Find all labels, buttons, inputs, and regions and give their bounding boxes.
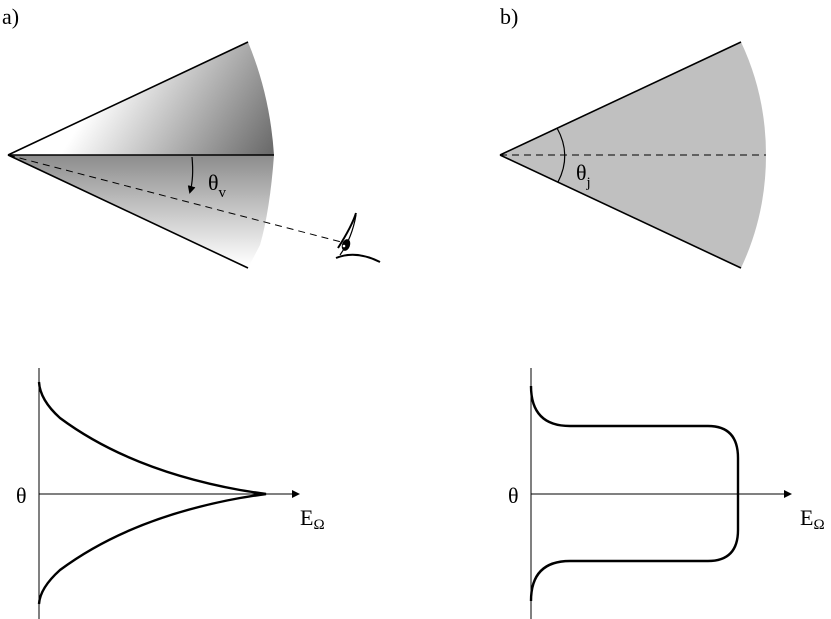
panel-a: a) θv: [2, 4, 381, 269]
panel-b-label: b): [500, 4, 518, 29]
plot-a-ylabel: θ: [16, 483, 27, 508]
opening-angle-label: θj: [576, 160, 591, 191]
panel-b: b) θj: [499, 4, 766, 269]
jet-a-upper-edge: [7, 41, 249, 156]
plot-a-xlabel: EΩ: [300, 505, 325, 533]
plot-b-ylabel: θ: [508, 483, 519, 508]
line-of-sight: [7, 154, 346, 244]
plot-b: θ EΩ: [508, 368, 825, 619]
viewing-angle-label: θv: [208, 170, 227, 201]
plot-a: θ EΩ: [16, 368, 325, 619]
jet-a-lower-shading: [8, 155, 274, 268]
jet-a-upper-shading: [8, 42, 274, 155]
viewing-angle-arc: [187, 156, 196, 194]
panel-a-label: a): [2, 4, 19, 29]
jet-a-lower-edge: [7, 154, 249, 269]
eye-icon: [335, 212, 381, 263]
plot-a-energy-curve: [37, 381, 267, 605]
opening-angle-arc: [556, 127, 566, 183]
plot-b-energy-curve: [529, 385, 740, 602]
jet-b-lower-edge: [499, 154, 742, 269]
plot-b-xlabel: EΩ: [800, 505, 825, 533]
jet-b-upper-edge: [499, 41, 742, 156]
